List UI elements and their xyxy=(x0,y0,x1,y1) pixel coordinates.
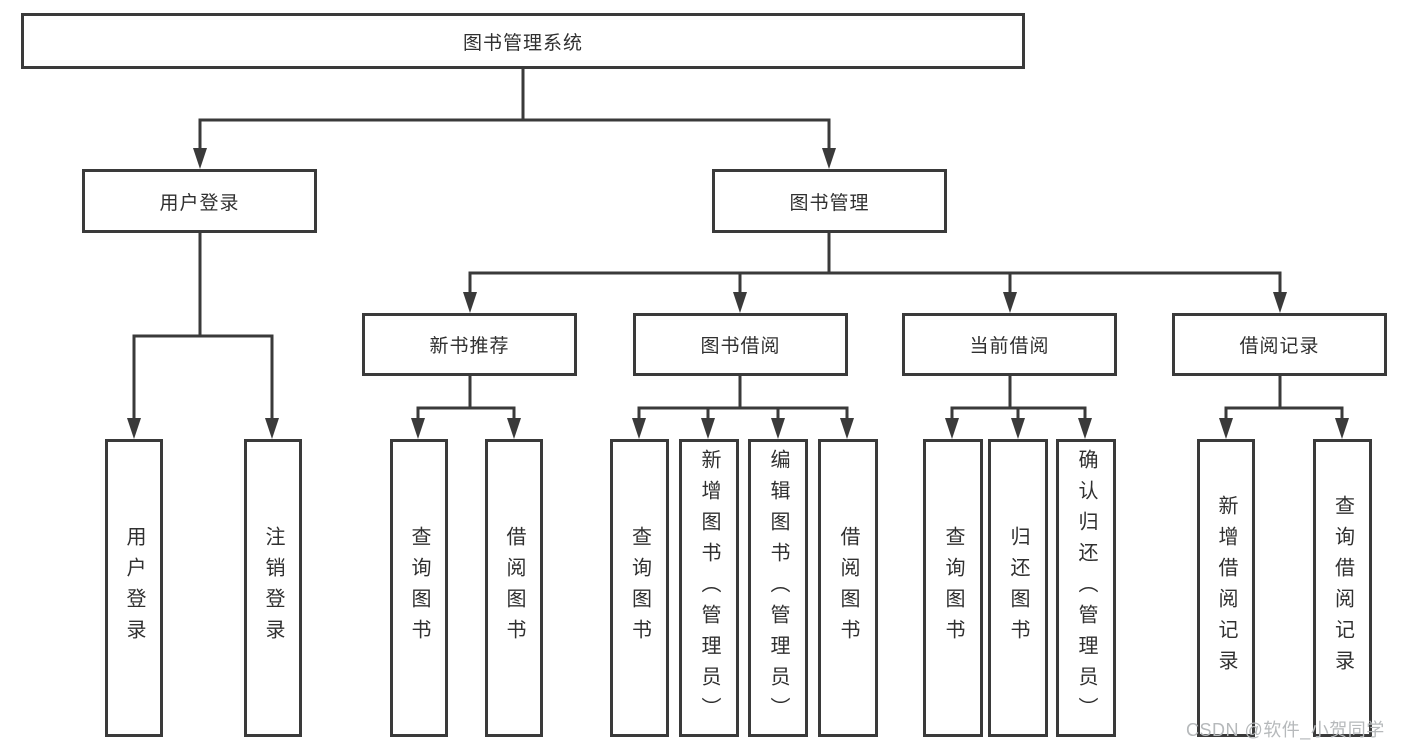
node-label: 查询借阅记录 xyxy=(1331,495,1354,681)
node-label: 确认归还（管理员） xyxy=(1075,448,1097,728)
node-label: 用户登录 xyxy=(123,526,145,650)
node-label: 用户登录 xyxy=(159,192,240,214)
node-label: 借阅图书 xyxy=(837,526,859,650)
arrowheads xyxy=(127,148,1349,439)
node-current-borrowing: 当前借阅 xyxy=(902,313,1117,376)
node-borrowing-records: 借阅记录 xyxy=(1172,313,1387,376)
node-label: 查询图书 xyxy=(628,526,651,650)
node-label: 归还图书 xyxy=(1007,526,1029,650)
node-book-borrowing: 图书借阅 xyxy=(633,313,848,376)
node-label: 注销登录 xyxy=(262,526,284,650)
node-rec-borrow-books: 借阅图书 xyxy=(485,439,543,737)
node-label: 新增图书（管理员） xyxy=(698,448,720,728)
node-label: 查询图书 xyxy=(942,526,964,650)
node-label: 编辑图书（管理员） xyxy=(767,448,789,728)
node-label: 查询图书 xyxy=(408,526,430,650)
node-library-management-system: 图书管理系统 xyxy=(21,13,1025,69)
node-label: 新书推荐 xyxy=(429,336,510,357)
node-bb-add-books-admin: 新增图书（管理员） xyxy=(679,439,739,737)
node-logout: 注销登录 xyxy=(244,439,302,737)
node-new-book-recommendation: 新书推荐 xyxy=(362,313,577,376)
node-book-management: 图书管理 xyxy=(712,169,947,233)
node-label: 当前借阅 xyxy=(969,336,1050,357)
node-label: 图书管理 xyxy=(789,192,870,214)
node-user-login: 用户登录 xyxy=(82,169,317,233)
node-br-add-record: 新增借阅记录 xyxy=(1197,439,1255,737)
node-do-user-login: 用户登录 xyxy=(105,439,163,737)
node-label: 图书管理系统 xyxy=(462,32,583,54)
node-label: 新增借阅记录 xyxy=(1215,495,1237,681)
node-cb-return-books: 归还图书 xyxy=(988,439,1048,737)
node-label: 图书借阅 xyxy=(700,336,781,357)
node-bb-query-books: 查询图书 xyxy=(610,439,669,737)
node-rec-query-books: 查询图书 xyxy=(390,439,448,737)
csdn-watermark: CSDN @软件_小贺同学 xyxy=(1186,720,1385,740)
node-label: 借阅图书 xyxy=(503,526,525,650)
node-bb-edit-books-admin: 编辑图书（管理员） xyxy=(748,439,808,737)
node-cb-query-books: 查询图书 xyxy=(923,439,983,737)
node-bb-borrow-books: 借阅图书 xyxy=(818,439,878,737)
node-cb-confirm-return-admin: 确认归还（管理员） xyxy=(1056,439,1116,737)
node-br-query-record: 查询借阅记录 xyxy=(1313,439,1372,737)
node-label: 借阅记录 xyxy=(1239,336,1320,357)
